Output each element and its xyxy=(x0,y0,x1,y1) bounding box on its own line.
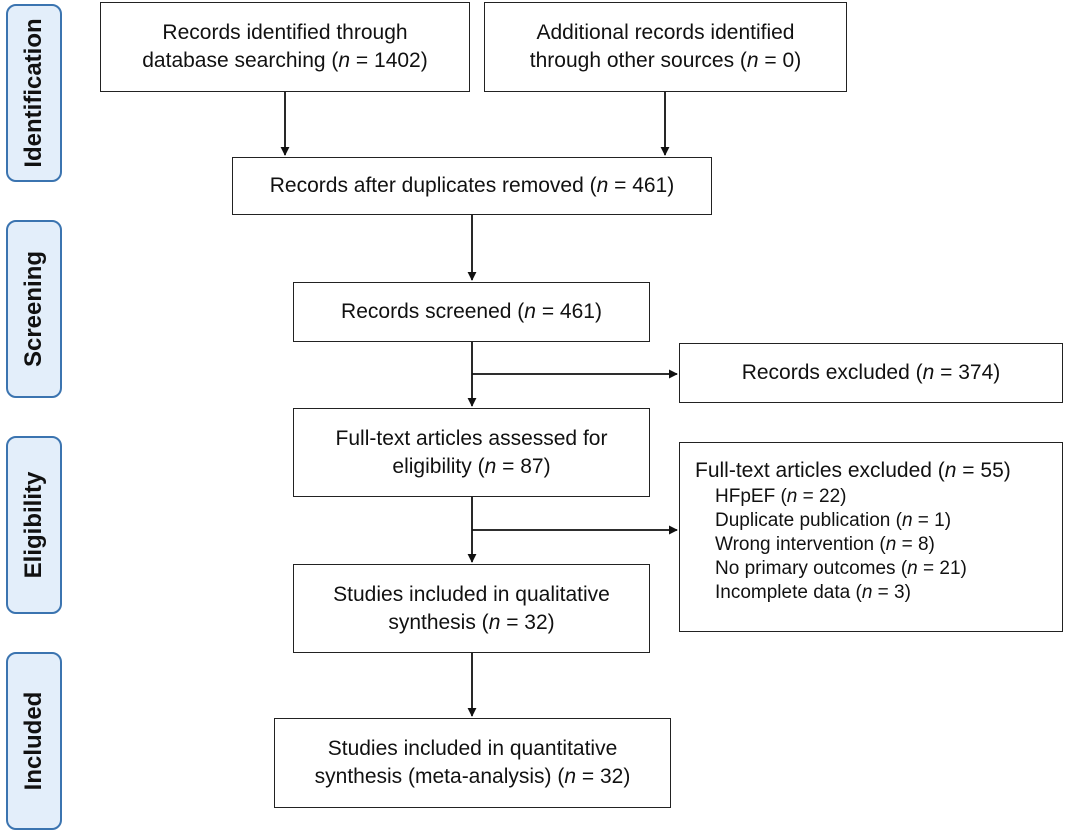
box-line: database searching (n = 1402) xyxy=(142,49,428,72)
box-line: Records screened (n = 461) xyxy=(341,300,602,323)
box-records-excluded: Records excluded (n = 374) xyxy=(679,343,1063,403)
exclusion-reason: Incomplete data (n = 3) xyxy=(715,582,911,603)
box-duplicates-removed: Records after duplicates removed (n = 46… xyxy=(232,157,712,215)
box-qualitative-synthesis: Studies included in qualitative synthesi… xyxy=(293,564,650,653)
box-quantitative-synthesis: Studies included in quantitative synthes… xyxy=(274,718,671,808)
box-title: Full-text articles excluded (n = 55) xyxy=(695,459,1011,482)
exclusion-reason: No primary outcomes (n = 21) xyxy=(715,558,967,579)
box-line: through other sources (n = 0) xyxy=(529,49,802,72)
box-fulltext-excluded: Full-text articles excluded (n = 55) HFp… xyxy=(679,442,1063,632)
box-line: Records identified through xyxy=(162,21,408,44)
box-line: Additional records identified xyxy=(536,21,795,44)
stage-included: Included xyxy=(6,652,62,830)
box-database-search: Records identified through database sear… xyxy=(100,2,470,92)
box-other-sources: Additional records identified through ot… xyxy=(484,2,847,92)
exclusion-reason: Duplicate publication (n = 1) xyxy=(715,510,952,531)
box-line: eligibility (n = 87) xyxy=(392,454,551,478)
box-line: Records after duplicates removed (n = 46… xyxy=(269,174,675,197)
stage-eligibility: Eligibility xyxy=(6,436,62,614)
box-fulltext-assessed: Full-text articles assessed for eligibil… xyxy=(293,408,650,497)
exclusion-reason: HFpEF (n = 22) xyxy=(715,486,847,507)
box-line: Studies included in qualitative xyxy=(333,582,610,606)
box-line: Full-text articles assessed for xyxy=(335,426,608,450)
box-line: synthesis (meta-analysis) (n = 32) xyxy=(314,765,631,788)
box-line: synthesis (n = 32) xyxy=(388,610,555,634)
stage-screening: Screening xyxy=(6,220,62,398)
box-line: Records excluded (n = 374) xyxy=(741,361,1001,384)
exclusion-reason: Wrong intervention (n = 8) xyxy=(715,534,935,555)
box-records-screened: Records screened (n = 461) xyxy=(293,282,650,342)
box-line: Studies included in quantitative xyxy=(327,737,618,760)
stage-identification: Identification xyxy=(6,4,62,182)
